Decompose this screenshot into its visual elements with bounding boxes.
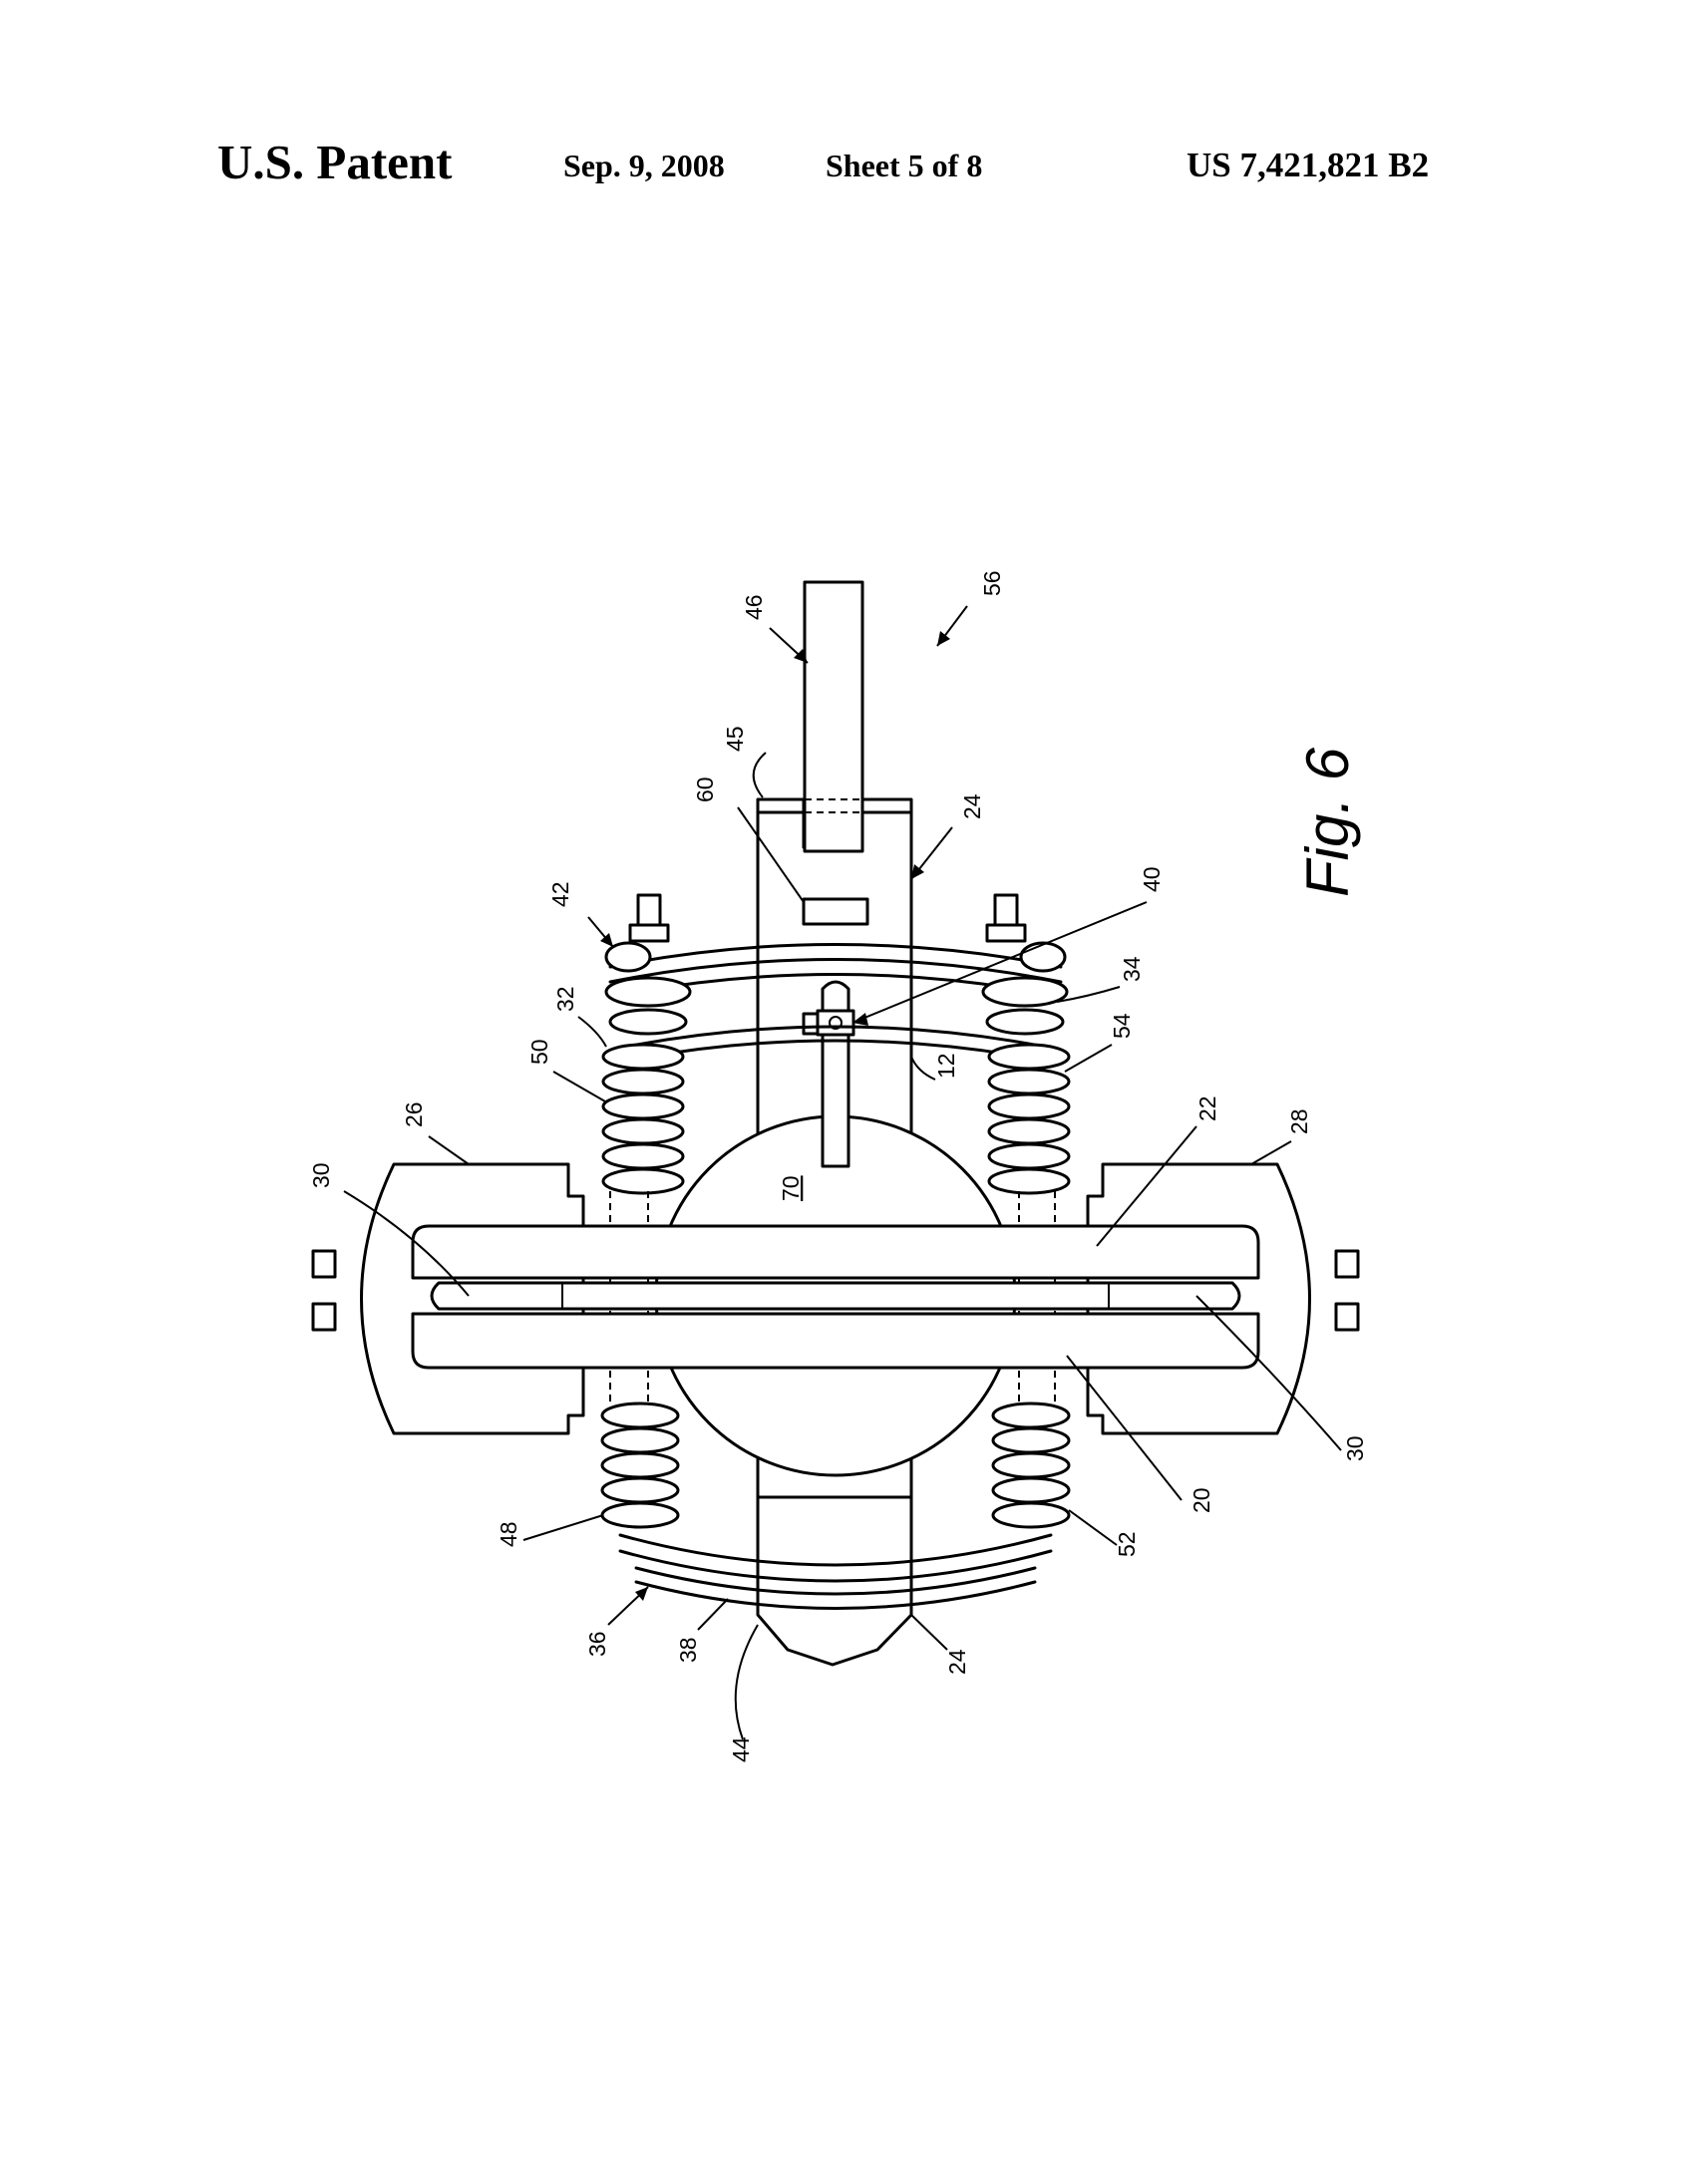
sheet-number: Sheet 5 of 8 xyxy=(826,148,983,183)
label-28: 28 xyxy=(1286,1108,1312,1134)
label-48: 48 xyxy=(496,1521,521,1547)
label-20: 20 xyxy=(1188,1487,1214,1513)
key-slot-60 xyxy=(802,897,869,926)
cross-member-22 xyxy=(411,1224,1260,1280)
bottom-bow-spring-36 xyxy=(618,1533,1053,1610)
label-30-right: 30 xyxy=(1342,1435,1368,1461)
right-lower-spring-52 xyxy=(991,1402,1071,1529)
patent-number: US 7,421,821 B2 xyxy=(1186,146,1430,184)
left-upper-spring-50 xyxy=(601,976,692,1195)
label-52: 52 xyxy=(1114,1531,1140,1557)
publication-date: Sep. 9, 2008 xyxy=(563,148,725,183)
label-24-top: 24 xyxy=(959,793,985,819)
slot-30 xyxy=(430,1281,1241,1311)
label-12: 12 xyxy=(933,1053,959,1079)
label-44: 44 xyxy=(728,1736,754,1762)
label-45: 45 xyxy=(722,726,748,752)
label-36: 36 xyxy=(584,1631,610,1657)
left-lower-spring-48 xyxy=(600,1402,680,1529)
label-70: 70 xyxy=(778,1175,804,1201)
label-34: 34 xyxy=(1119,956,1145,982)
label-46: 46 xyxy=(741,594,767,620)
label-26: 26 xyxy=(401,1101,427,1127)
handle-46 xyxy=(803,580,864,853)
label-56: 56 xyxy=(979,570,1005,596)
label-38: 38 xyxy=(675,1637,701,1663)
label-30-left: 30 xyxy=(308,1162,334,1188)
label-22: 22 xyxy=(1194,1095,1220,1121)
figure-label: Fig. 6 xyxy=(1294,747,1361,897)
label-54: 54 xyxy=(1109,1013,1135,1039)
label-42: 42 xyxy=(547,881,573,907)
label-40: 40 xyxy=(1139,866,1165,892)
label-32: 32 xyxy=(552,986,578,1012)
label-60: 60 xyxy=(692,777,718,802)
label-24-bottom: 24 xyxy=(944,1649,970,1675)
right-upper-spring-54 xyxy=(981,976,1071,1195)
publication-label: U.S. Patent xyxy=(217,135,453,189)
reference-labels: 56 46 45 60 24 42 40 34 32 12 54 50 22 2… xyxy=(308,570,1368,1762)
leader-lines xyxy=(343,605,1342,1740)
cross-member-20 xyxy=(411,1312,1260,1370)
label-50: 50 xyxy=(526,1039,552,1065)
adjusting-bolts xyxy=(628,893,1027,943)
